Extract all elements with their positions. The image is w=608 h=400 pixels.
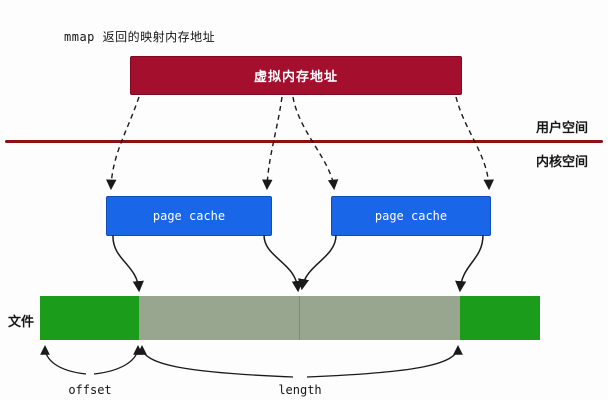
mmap-note-label: mmap 返回的映射内存地址 (64, 30, 216, 44)
solid-arrow-left (112, 234, 144, 293)
length-brace-right (306, 345, 463, 378)
file-segment-left-green (40, 296, 139, 340)
offset-brace-right (93, 345, 143, 375)
virtual-memory-bar: 虚拟内存地址 (130, 56, 462, 95)
solid-arrow-mid-left (263, 234, 303, 293)
page-cache-left-bar: page cache (106, 196, 272, 236)
page-cache-left-label: page cache (152, 209, 226, 223)
kernel-space-label: 内核空间 (535, 155, 588, 170)
page-cache-right-bar: page cache (331, 196, 491, 236)
solid-arrow-right (455, 234, 484, 293)
length-brace-left (137, 345, 294, 378)
length-label: length (278, 383, 322, 397)
file-segment-right-green (460, 296, 540, 340)
offset-label: offset (68, 383, 112, 397)
page-cache-right-label: page cache (374, 209, 448, 223)
file-segment-seam (299, 296, 300, 340)
solid-arrow-mid-right (297, 234, 337, 291)
user-space-label: 用户空间 (535, 121, 588, 136)
user-kernel-divider-line (5, 140, 603, 143)
virtual-memory-bar-label: 虚拟内存地址 (253, 70, 338, 85)
file-label: 文件 (8, 315, 35, 330)
offset-brace-left (40, 345, 87, 375)
